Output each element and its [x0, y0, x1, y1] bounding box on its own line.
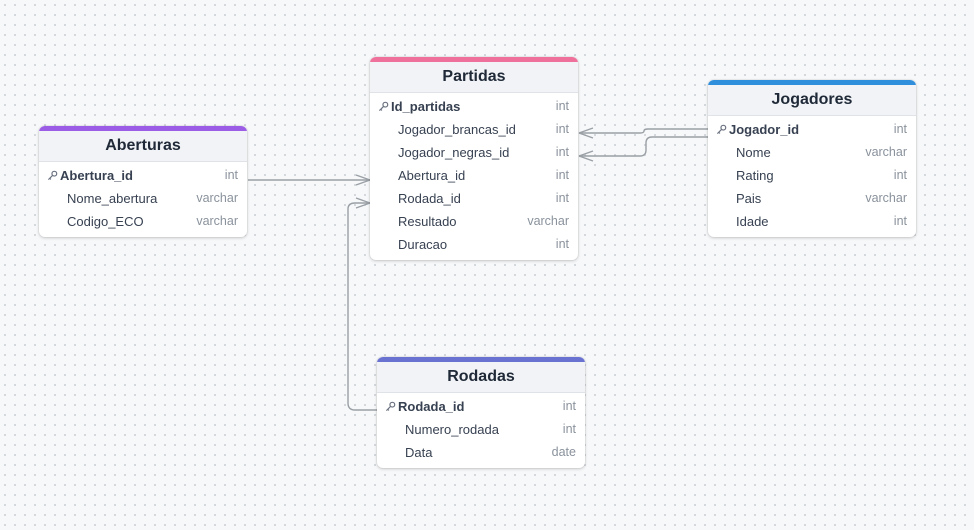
field-name: Nome_abertura [67, 191, 158, 206]
table-title[interactable]: Partidas [370, 62, 578, 93]
field-row[interactable]: Nome varchar [708, 141, 916, 164]
field-name: Codigo_ECO [67, 214, 144, 229]
field-type: varchar [865, 145, 907, 159]
field-name: Numero_rodada [405, 422, 499, 437]
field-type: int [555, 122, 569, 136]
field-type: int [555, 191, 569, 205]
field-name: Jogador_brancas_id [398, 122, 516, 137]
field-row[interactable]: Abertura_id int [370, 164, 578, 187]
field-type: varchar [527, 214, 569, 228]
field-row[interactable]: Rodada_id int [370, 187, 578, 210]
field-name: Abertura_id [60, 168, 133, 183]
crowfoot-partidas-abertura [355, 174, 371, 186]
field-row[interactable]: Jogador_brancas_id int [370, 118, 578, 141]
table-title[interactable]: Aberturas [39, 131, 247, 162]
table-color-bar [708, 80, 916, 85]
field-type: int [555, 168, 569, 182]
table-color-bar [377, 357, 585, 362]
field-name: Id_partidas [391, 99, 461, 114]
field-type: int [562, 422, 576, 436]
field-name: Rodada_id [398, 399, 465, 414]
table-title[interactable]: Jogadores [708, 85, 916, 116]
edge-jogador-brancas [579, 128, 708, 134]
field-name: Data [405, 445, 433, 460]
field-type: varchar [865, 191, 907, 205]
key-icon [377, 101, 390, 112]
field-name: Nome [736, 145, 771, 160]
field-type: varchar [196, 191, 238, 205]
field-name: Resultado [398, 214, 457, 229]
field-type: int [893, 214, 907, 228]
field-type: int [555, 237, 569, 251]
key-icon [715, 124, 728, 135]
field-row[interactable]: Duracao int [370, 233, 578, 256]
field-type: int [893, 122, 907, 136]
field-name: Idade [736, 214, 769, 229]
field-row[interactable]: Abertura_id int [39, 164, 247, 187]
field-row[interactable]: Jogador_negras_id int [370, 141, 578, 164]
edge-jogador-negras [579, 136, 708, 157]
field-type: date [551, 445, 576, 459]
key-icon [384, 401, 397, 412]
field-row[interactable]: Nome_abertura varchar [39, 187, 247, 210]
field-type: int [224, 168, 238, 182]
field-name: Jogador_id [729, 122, 800, 137]
field-type: varchar [196, 214, 238, 228]
field-row[interactable]: Codigo_ECO varchar [39, 210, 247, 233]
field-type: int [555, 145, 569, 159]
field-row[interactable]: Jogador_id int [708, 118, 916, 141]
field-row[interactable]: Numero_rodada int [377, 418, 585, 441]
field-row[interactable]: Rodada_id int [377, 395, 585, 418]
field-row[interactable]: Resultado varchar [370, 210, 578, 233]
field-row[interactable]: Id_partidas int [370, 95, 578, 118]
table-color-bar [39, 126, 247, 131]
field-type: int [562, 399, 576, 413]
field-name: Jogador_negras_id [398, 145, 510, 160]
crowfoot-jogador-negras [578, 150, 594, 162]
edge-rodadas-partidas [347, 202, 377, 411]
key-icon [46, 170, 59, 181]
field-row[interactable]: Pais varchar [708, 187, 916, 210]
field-row[interactable]: Idade int [708, 210, 916, 233]
field-row[interactable]: Data date [377, 441, 585, 464]
field-name: Rodada_id [398, 191, 461, 206]
crowfoot-jogador-brancas [578, 127, 594, 139]
field-name: Pais [736, 191, 762, 206]
field-name: Rating [736, 168, 774, 183]
field-type: int [893, 168, 907, 182]
table-title[interactable]: Rodadas [377, 362, 585, 393]
field-type: int [555, 99, 569, 113]
table-color-bar [370, 57, 578, 62]
crowfoot-partidas-rodada [355, 197, 371, 209]
field-row[interactable]: Rating int [708, 164, 916, 187]
field-name: Duracao [398, 237, 448, 252]
field-name: Abertura_id [398, 168, 466, 183]
